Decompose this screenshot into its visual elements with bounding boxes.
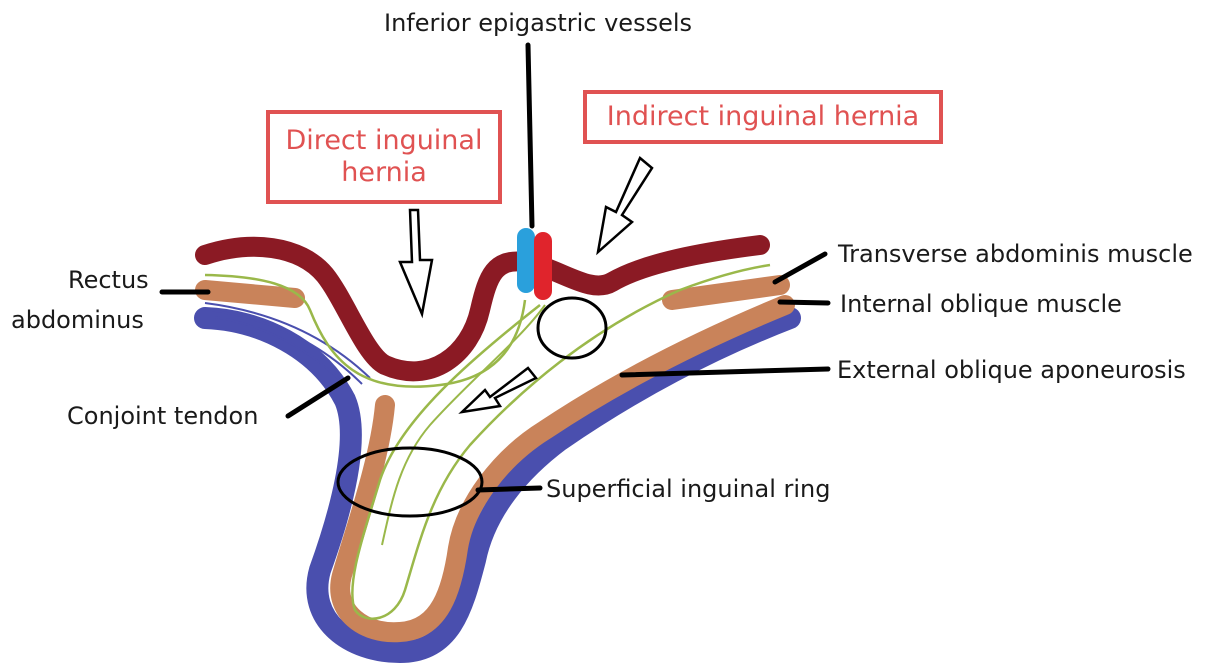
indirect-hernia-callout: Indirect inguinal hernia <box>583 90 943 144</box>
label-external-oblique: External oblique aponeurosis <box>837 355 1186 385</box>
direct-hernia-line1: Direct inguinal <box>270 125 498 157</box>
label-transverse-abdominis: Transverse abdominis muscle <box>838 239 1193 269</box>
leader-transverse-abdominis <box>775 254 825 282</box>
leader-internal-oblique <box>780 302 828 303</box>
label-superficial-ring: Superficial inguinal ring <box>546 474 830 504</box>
label-conjoint-tendon: Conjoint tendon <box>67 401 258 431</box>
label-rectus-line2: abdominus <box>11 305 144 335</box>
indirect-hernia-arrow <box>598 158 652 252</box>
inferior-epigastric-vein <box>517 228 535 293</box>
indirect-hernia-label: Indirect inguinal hernia <box>587 101 939 133</box>
label-internal-oblique: Internal oblique muscle <box>840 289 1122 319</box>
label-inferior-epigastric: Inferior epigastric vessels <box>384 8 692 38</box>
leader-superficial-ring <box>478 488 540 490</box>
label-rectus-line1: Rectus <box>68 265 149 295</box>
leader-inferior-epigastric <box>528 45 532 226</box>
direct-hernia-callout: Direct inguinal hernia <box>266 110 502 204</box>
direct-hernia-arrow <box>400 210 432 314</box>
inferior-epigastric-artery <box>534 232 552 300</box>
direct-hernia-line2: hernia <box>270 157 498 189</box>
deep-inguinal-ring <box>538 298 606 358</box>
rectus-muscle-band <box>205 290 295 298</box>
